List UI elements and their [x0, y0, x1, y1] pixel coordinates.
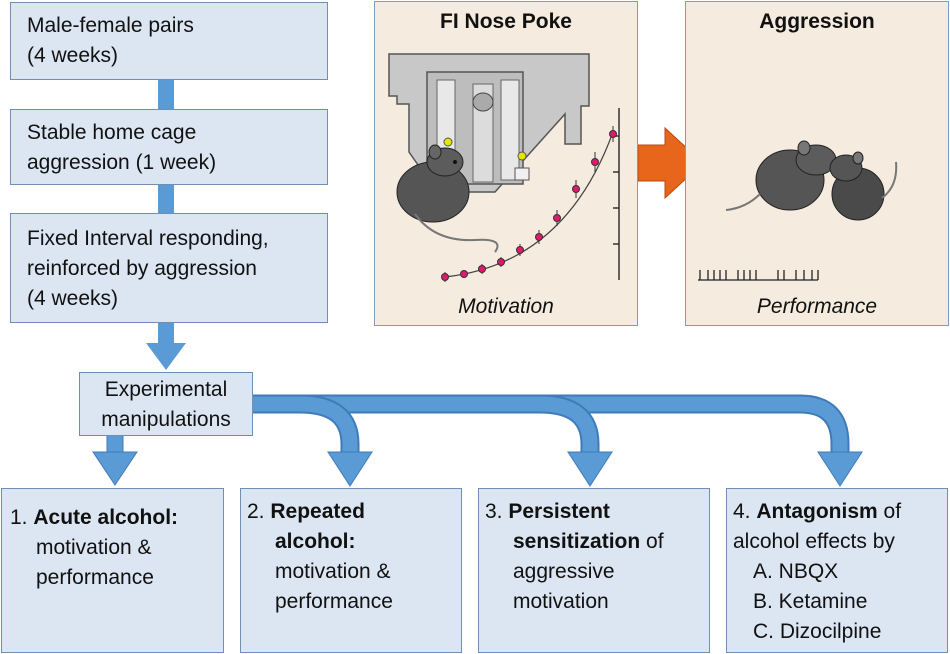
outcome4-line3: B. Ketamine: [753, 590, 868, 613]
step-fixed-interval: Fixed Interval responding, reinforced by…: [10, 213, 328, 323]
outcome3-line1: aggressive: [513, 560, 615, 583]
outcome4-bold: Antagonism: [756, 500, 878, 523]
outcome3-line2: motivation: [513, 590, 609, 613]
outcome1-bold: Acute alcohol:: [33, 506, 179, 529]
nose-poke-title: FI Nose Poke: [440, 10, 572, 33]
experimental-manipulations: Experimental manipulations: [79, 372, 253, 436]
outcome3-tail2: of: [640, 530, 664, 553]
step3-line3: (4 weeks): [27, 287, 119, 310]
manip-line2: manipulations: [101, 408, 231, 431]
outcome2-bold2: alcohol:: [275, 530, 356, 553]
outcome2-num: 2.: [247, 500, 265, 523]
response-curve: [613, 108, 620, 280]
connector-2-3: [158, 184, 174, 214]
step1-line2: (4 weeks): [27, 44, 119, 67]
aggression-title: Aggression: [759, 10, 875, 33]
step2-line2: aggression (1 week): [27, 151, 217, 174]
aggression-caption: Performance: [756, 295, 878, 318]
outcome1-line1: motivation &: [36, 536, 152, 559]
event-raster: [698, 270, 819, 281]
step-stable-aggression: Stable home cage aggression (1 week): [10, 109, 328, 185]
outcome2-bold1: Repeated: [270, 500, 365, 523]
step2-line1: Stable home cage: [27, 121, 197, 144]
outcome2-line1: motivation &: [275, 560, 391, 583]
outcome4-line1: alcohol effects by: [733, 530, 895, 553]
step3-line1: Fixed Interval responding,: [27, 227, 269, 250]
mouse-image: [396, 144, 499, 253]
panel-aggression: Aggression: [685, 1, 949, 326]
arrowhead-4: [817, 451, 863, 487]
outcome1-line2: performance: [36, 566, 154, 589]
outcome4-num: 4.: [733, 500, 751, 523]
aggression-illustration: [698, 140, 898, 281]
arrowhead-3: [567, 451, 613, 487]
arrow-to-manipulations: [146, 323, 186, 370]
nose-poke-illustration: [388, 53, 620, 282]
arrowhead-2: [327, 451, 373, 487]
step1-line1: Male-female pairs: [27, 14, 194, 37]
outcome-antagonism: 4. Antagonism of alcohol effects by A. N…: [726, 488, 948, 653]
outcome1-num: 1.: [10, 506, 28, 529]
step3-line2: reinforced by aggression: [27, 257, 257, 280]
outcome4-tail: of: [877, 500, 902, 523]
panel-fi-nose-poke: FI Nose Poke: [374, 1, 638, 326]
outcome3-bold2: sensitization: [513, 530, 641, 553]
nose-poke-caption: Motivation: [458, 295, 554, 318]
arrow-to-outcome-1: [92, 433, 138, 486]
curve-line: [444, 131, 614, 278]
two-mice-image: [725, 140, 898, 221]
outcome-acute-alcohol: 1. Acute alcohol: motivation & performan…: [1, 488, 224, 653]
outcome4-line4: C. Dizocilpine: [753, 620, 882, 643]
step-male-female-pairs: Male-female pairs (4 weeks): [10, 2, 328, 80]
connector-1-2: [158, 80, 174, 110]
manip-line1: Experimental: [104, 378, 228, 401]
operant-panel-image: [388, 53, 590, 193]
outcome2-line2: performance: [275, 590, 393, 613]
outcome3-bold1: Persistent: [508, 500, 610, 523]
outcome-repeated-alcohol: 2. Repeated alcohol: motivation & perfor…: [240, 488, 462, 653]
orange-arrow: [637, 126, 704, 200]
outcome-persistent-sensitization: 3. Persistent sensitization of aggressiv…: [478, 488, 710, 653]
curve-points: [441, 126, 617, 282]
outcome3-num: 3.: [485, 500, 503, 523]
outcome4-line2: A. NBQX: [753, 560, 839, 583]
